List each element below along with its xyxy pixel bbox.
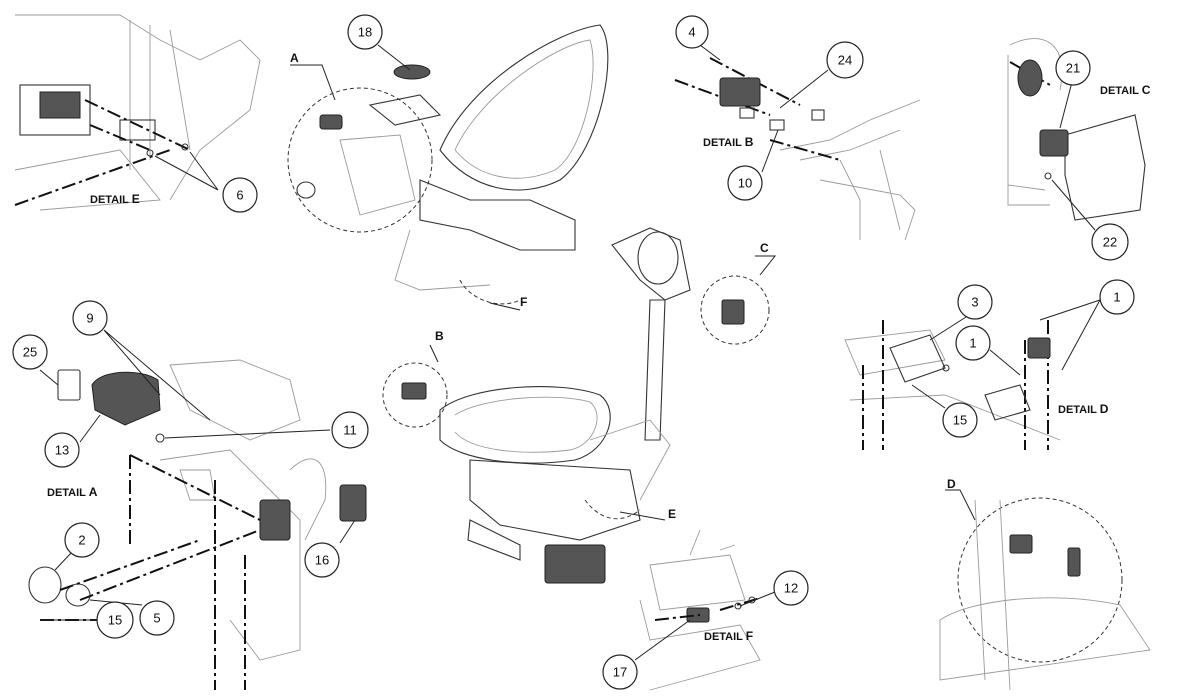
svg-text:3: 3 <box>971 295 978 310</box>
callout-10: 10 <box>727 129 779 201</box>
callout-5: 5 <box>89 599 175 636</box>
callout-18: 18 <box>347 14 411 71</box>
svg-text:5: 5 <box>153 611 160 626</box>
svg-text:B: B <box>435 329 444 343</box>
callout-25: 25 <box>12 334 59 386</box>
callout-15-detail-a: 15 <box>40 601 134 639</box>
detail-b-label: DETAIL B <box>703 135 754 149</box>
svg-text:F: F <box>520 295 527 309</box>
svg-text:A: A <box>290 51 299 65</box>
detail-d-label: DETAIL D <box>1058 402 1109 416</box>
detail-c-label: DETAIL C <box>1100 83 1151 97</box>
svg-text:22: 22 <box>1103 235 1117 250</box>
detail-f-reference: F <box>489 295 527 311</box>
callout-9: 9 <box>72 300 211 421</box>
svg-text:6: 6 <box>236 188 243 203</box>
svg-text:10: 10 <box>738 176 752 191</box>
callout-6: 6 <box>222 177 258 213</box>
callout-1-lower: 1 <box>955 325 1021 376</box>
detail-e-label: DETAIL E <box>90 192 140 206</box>
detail-e-reference: E <box>619 507 676 521</box>
main-frame-center <box>439 227 691 584</box>
svg-text:24: 24 <box>838 53 852 68</box>
svg-text:12: 12 <box>784 581 798 596</box>
callout-21: 21 <box>1055 50 1091 129</box>
callout-17: 17 <box>602 619 691 690</box>
detail-f-label: DETAIL F <box>704 629 753 643</box>
callout-16: 16 <box>304 519 356 578</box>
svg-text:9: 9 <box>86 311 93 326</box>
detail-c-illustration <box>1007 38 1146 221</box>
callout-1-upper: 1 <box>1039 279 1135 371</box>
detail-c-reference: C <box>700 241 777 345</box>
detail-d-illustration <box>844 320 1061 450</box>
svg-text:13: 13 <box>55 443 69 458</box>
detail-f-illustration <box>639 529 761 691</box>
svg-text:C: C <box>760 241 769 255</box>
callout-22: 22 <box>1051 179 1129 261</box>
callout-3: 3 <box>929 284 993 341</box>
callout-15-detail-d: 15 <box>911 384 978 438</box>
svg-text:E: E <box>668 507 676 521</box>
svg-text:4: 4 <box>688 25 695 40</box>
svg-text:18: 18 <box>358 25 372 40</box>
callout-2: 2 <box>54 522 100 571</box>
svg-text:15: 15 <box>953 413 967 428</box>
detail-b-illustration <box>674 57 921 241</box>
callout-4: 4 <box>675 15 721 61</box>
callout-11: 11 <box>164 411 369 449</box>
callout-12: 12 <box>739 570 809 607</box>
svg-text:11: 11 <box>343 423 357 438</box>
svg-text:16: 16 <box>315 553 329 568</box>
detail-a-reference: A <box>287 51 433 233</box>
detail-d-reference: D <box>939 477 1151 691</box>
svg-text:D: D <box>947 477 956 491</box>
svg-text:1: 1 <box>1113 290 1120 305</box>
detail-e-illustration <box>14 14 261 211</box>
callout-13: 13 <box>44 414 101 468</box>
svg-text:1: 1 <box>969 336 976 351</box>
svg-text:25: 25 <box>23 345 37 360</box>
svg-text:2: 2 <box>78 533 85 548</box>
detail-a-label: DETAIL A <box>47 485 98 499</box>
svg-text:21: 21 <box>1066 61 1080 76</box>
svg-text:17: 17 <box>613 665 627 680</box>
svg-text:15: 15 <box>108 613 122 628</box>
main-frame-upper <box>368 24 609 305</box>
detail-b-reference: B <box>382 329 448 428</box>
callout-24: 24 <box>779 41 864 109</box>
detail-a-illustration <box>28 359 367 690</box>
